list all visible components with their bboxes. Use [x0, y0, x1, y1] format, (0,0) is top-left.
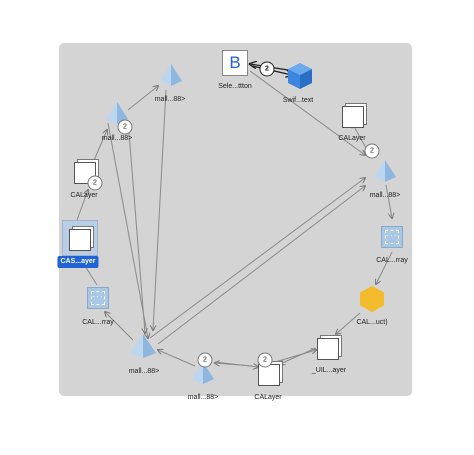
button-image-icon: B [222, 50, 248, 76]
edge-count-badge[interactable]: 2 [197, 352, 213, 368]
node-label: CALayer [338, 135, 366, 142]
array-icon[interactable]: ··· [87, 287, 109, 309]
edge [158, 350, 196, 367]
edge [127, 119, 145, 333]
node-label: mall...88> [187, 394, 219, 401]
pyramid-icon[interactable] [128, 332, 158, 360]
node-label: Sele...ttton [218, 83, 252, 90]
edge [149, 178, 365, 339]
edge [385, 184, 392, 218]
pyramid-icon[interactable] [104, 100, 130, 126]
layer-icon [317, 338, 339, 360]
edge [105, 312, 134, 341]
edge [249, 70, 365, 155]
edge-count-badge[interactable]: 2 [364, 143, 380, 159]
edge-count-badge[interactable]: 2 [259, 61, 275, 77]
pyramid-icon[interactable] [372, 158, 398, 184]
node-label: mall...88> [128, 368, 160, 375]
edge [76, 190, 88, 221]
edge-count-badge[interactable]: 2 [257, 352, 273, 368]
edge [127, 86, 158, 111]
edge [214, 361, 258, 367]
edge [376, 251, 393, 284]
edge [336, 312, 361, 334]
node-uil-layer[interactable] [316, 334, 342, 360]
edge [153, 89, 167, 330]
edge [274, 350, 316, 363]
cube-icon[interactable] [285, 62, 315, 90]
edge [91, 130, 107, 166]
edge [280, 347, 317, 364]
hexagon-icon[interactable] [358, 285, 386, 313]
graph-canvas[interactable] [59, 43, 412, 396]
node-label: mall...88> [154, 96, 186, 103]
layer-icon [342, 106, 364, 128]
pyramid-icon[interactable] [190, 360, 216, 386]
node-label: CALayer [254, 394, 282, 401]
array-icon[interactable]: ··· [381, 226, 403, 248]
node-label: _UIL...ayer [311, 367, 347, 374]
node-label: CAL...uct) [356, 319, 388, 326]
node-cas-layer[interactable] [62, 220, 98, 256]
node-label: CAL...rray [82, 319, 114, 326]
layer-icon [258, 364, 280, 386]
edge [157, 186, 365, 345]
node-label: mall...88> [101, 135, 133, 142]
edge-count-badge[interactable]: 2 [117, 119, 133, 135]
node-button[interactable]: B [222, 50, 248, 76]
node-label: CAL...rray [376, 257, 408, 264]
node-calayer[interactable] [340, 102, 366, 128]
node-label: Swif...text [282, 97, 314, 104]
node-label: CALayer [70, 192, 98, 199]
edge-count-badge[interactable]: 2 [87, 175, 103, 191]
layer-icon [69, 229, 91, 251]
node-label-selected: CAS...ayer [57, 256, 99, 268]
pyramid-icon[interactable] [158, 62, 184, 88]
edge [107, 122, 148, 338]
node-label: mall...88> [369, 192, 401, 199]
